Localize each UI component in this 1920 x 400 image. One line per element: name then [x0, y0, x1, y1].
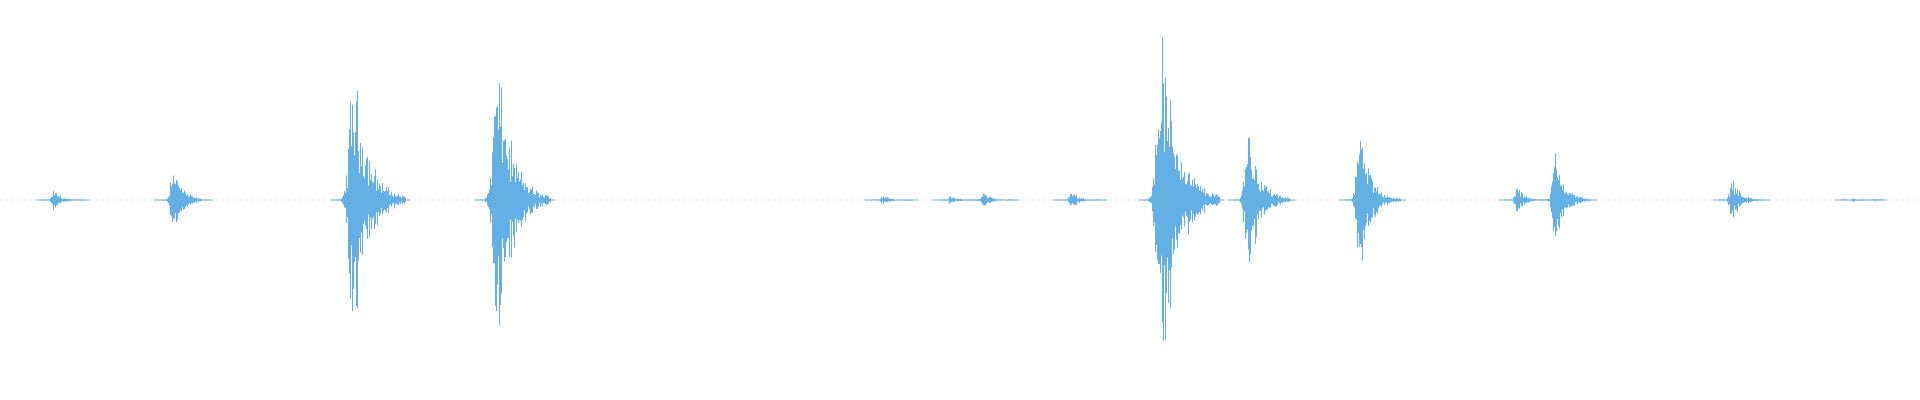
waveform-burst-path — [1541, 153, 1593, 236]
waveform-burst — [1137, 37, 1225, 341]
waveform-burst — [1713, 180, 1770, 218]
waveform-burst — [330, 91, 411, 312]
waveform-burst — [865, 196, 919, 205]
waveform-burst — [964, 194, 1019, 206]
waveform-burst — [1338, 141, 1406, 261]
waveform-burst-path — [41, 191, 85, 210]
waveform-burst-path — [480, 83, 551, 325]
waveform-burst-path — [159, 175, 209, 223]
waveform-burst-path — [336, 91, 406, 312]
waveform-burst-path — [1719, 180, 1766, 218]
waveform-burst — [153, 175, 214, 223]
waveform-burst — [1535, 153, 1598, 236]
waveform-burst — [1834, 198, 1888, 202]
waveform-burst-path — [1143, 37, 1220, 341]
waveform-burst — [1053, 193, 1108, 206]
waveform-burst — [35, 191, 90, 210]
waveform-series — [0, 37, 1920, 341]
waveform-burst — [1227, 137, 1296, 263]
waveform-burst-path — [1344, 141, 1401, 261]
waveform-burst — [474, 83, 556, 325]
